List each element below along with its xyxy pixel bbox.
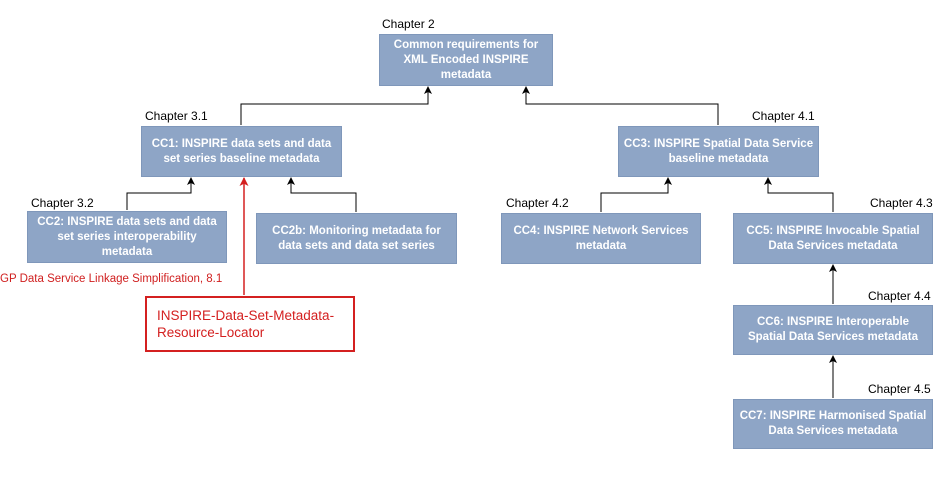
chapter-3-2-label: Chapter 3.2 bbox=[31, 196, 94, 210]
cc4-box: CC4: INSPIRE Network Services metadata bbox=[501, 213, 701, 264]
chapter-4-5-label: Chapter 4.5 bbox=[868, 382, 931, 396]
chapter-2-label: Chapter 2 bbox=[382, 17, 435, 31]
common-requirements-box: Common requirements for XML Encoded INSP… bbox=[379, 34, 553, 86]
cc6-box: CC6: INSPIRE Interoperable Spatial Data … bbox=[733, 305, 933, 355]
chapter-4-3-label: Chapter 4.3 bbox=[870, 196, 933, 210]
cc2-box: CC2: INSPIRE data sets and data set seri… bbox=[27, 211, 227, 263]
annotation-box: INSPIRE-Data-Set-Metadata-Resource-Locat… bbox=[145, 296, 355, 352]
connector-cc2b-cc1 bbox=[287, 177, 357, 212]
connector-cc4-cc3 bbox=[600, 177, 672, 212]
connector-cc2-cc1 bbox=[126, 177, 195, 210]
cc1-box: CC1: INSPIRE data sets and data set seri… bbox=[141, 126, 342, 177]
cc3-box: CC3: INSPIRE Spatial Data Service baseli… bbox=[618, 126, 819, 177]
connector-cc3-common bbox=[522, 86, 719, 125]
chapter-4-2-label: Chapter 4.2 bbox=[506, 196, 569, 210]
cc7-box: CC7: INSPIRE Harmonised Spatial Data Ser… bbox=[733, 399, 933, 449]
chapter-3-1-label: Chapter 3.1 bbox=[145, 109, 208, 123]
connector-cc1-common bbox=[240, 86, 432, 125]
annotation-label: GP Data Service Linkage Simplification, … bbox=[0, 273, 223, 285]
chapter-4-4-label: Chapter 4.4 bbox=[868, 289, 931, 303]
chapter-4-1-label: Chapter 4.1 bbox=[752, 109, 815, 123]
cc2b-box: CC2b: Monitoring metadata for data sets … bbox=[256, 213, 457, 264]
cc5-box: CC5: INSPIRE Invocable Spatial Data Serv… bbox=[733, 213, 933, 264]
connector-cc5-cc3 bbox=[764, 177, 834, 212]
